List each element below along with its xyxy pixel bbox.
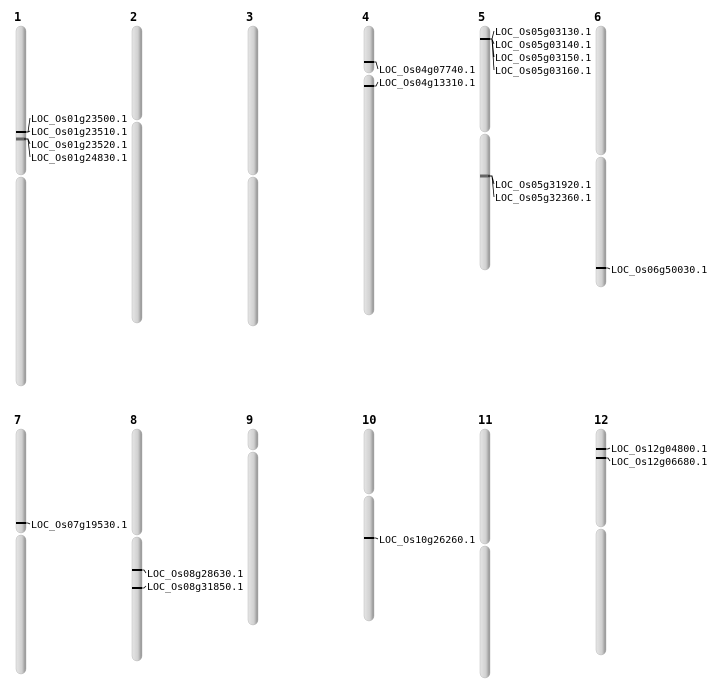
chromosome-arm-long <box>131 121 143 324</box>
gene-connector <box>604 447 611 450</box>
chromosome-number: 9 <box>246 413 253 427</box>
gene-label: LOC_Os01g23500.1 <box>31 114 127 125</box>
chromosome-arm-long <box>479 133 491 271</box>
gene-label: LOC_Os12g04800.1 <box>611 444 707 455</box>
chromosome-arm-short <box>247 428 259 451</box>
gene-label: LOC_Os12g06680.1 <box>611 457 707 468</box>
gene-connector <box>372 537 379 540</box>
chromosome-arm-long <box>247 451 259 626</box>
chromosome-arm-short <box>479 428 491 545</box>
chromosome-number: 11 <box>478 413 492 427</box>
gene-connector <box>24 130 31 133</box>
chromosome-arm-long <box>595 528 607 656</box>
chromosome-arm-short <box>595 428 607 528</box>
chromosome-number: 3 <box>246 10 253 24</box>
chromosome-number: 5 <box>478 10 485 24</box>
chromosome-arm-short <box>595 25 607 156</box>
gene-label: LOC_Os05g03130.1 <box>495 27 591 38</box>
gene-label: LOC_Os07g19530.1 <box>31 520 127 531</box>
chromosome-arm-long <box>363 495 375 622</box>
chromosome-arm-short <box>15 428 27 534</box>
gene-label: LOC_Os05g32360.1 <box>495 193 591 204</box>
gene-connector <box>24 138 31 158</box>
chromosome-number: 10 <box>362 413 376 427</box>
gene-connector <box>488 175 495 198</box>
chromosome-arm-long <box>15 176 27 387</box>
chromosome-number: 1 <box>14 10 21 24</box>
gene-label: LOC_Os08g28630.1 <box>147 569 243 580</box>
chromosome-arm-short <box>479 25 491 133</box>
gene-label: LOC_Os10g26260.1 <box>379 535 475 546</box>
gene-connector <box>372 81 379 87</box>
gene-connector <box>604 267 611 270</box>
gene-connector <box>372 61 379 70</box>
gene-label: LOC_Os01g23520.1 <box>31 140 127 151</box>
chromosome-arm-long <box>595 156 607 288</box>
chromosome-arm-long <box>363 74 375 316</box>
gene-label: LOC_Os05g03140.1 <box>495 40 591 51</box>
chromosome-arm-long <box>479 545 491 679</box>
chromosome-number: 2 <box>130 10 137 24</box>
gene-label: LOC_Os04g13310.1 <box>379 78 475 89</box>
gene-connector <box>140 585 147 589</box>
chromosome-number: 4 <box>362 10 369 24</box>
chromosome-arm-long <box>247 176 259 327</box>
gene-label: LOC_Os04g07740.1 <box>379 65 475 76</box>
chromosome-arm-long <box>15 534 27 675</box>
chromosome-arm-short <box>131 25 143 121</box>
chromosome-arm-short <box>363 428 375 495</box>
chromosome-arm-short <box>15 25 27 176</box>
chromosome-number: 7 <box>14 413 21 427</box>
gene-label: LOC_Os05g03150.1 <box>495 53 591 64</box>
gene-connector <box>24 522 31 525</box>
gene-label: LOC_Os01g23510.1 <box>31 127 127 138</box>
chromosome-arm-long <box>131 536 143 662</box>
gene-label: LOC_Os05g31920.1 <box>495 180 591 191</box>
gene-connector <box>488 38 495 71</box>
gene-connector <box>140 569 147 574</box>
chromosome-arm-short <box>131 428 143 536</box>
gene-label: LOC_Os08g31850.1 <box>147 582 243 593</box>
chromosome-number: 6 <box>594 10 601 24</box>
gene-label: LOC_Os05g03160.1 <box>495 66 591 77</box>
chromosome-number: 8 <box>130 413 137 427</box>
gene-label: LOC_Os01g24830.1 <box>31 153 127 164</box>
chromosome-arm-short <box>363 25 375 74</box>
gene-label: LOC_Os06g50030.1 <box>611 265 707 276</box>
gene-connector <box>604 457 611 462</box>
chromosome-number: 12 <box>594 413 608 427</box>
chromosome-arm-short <box>247 25 259 176</box>
